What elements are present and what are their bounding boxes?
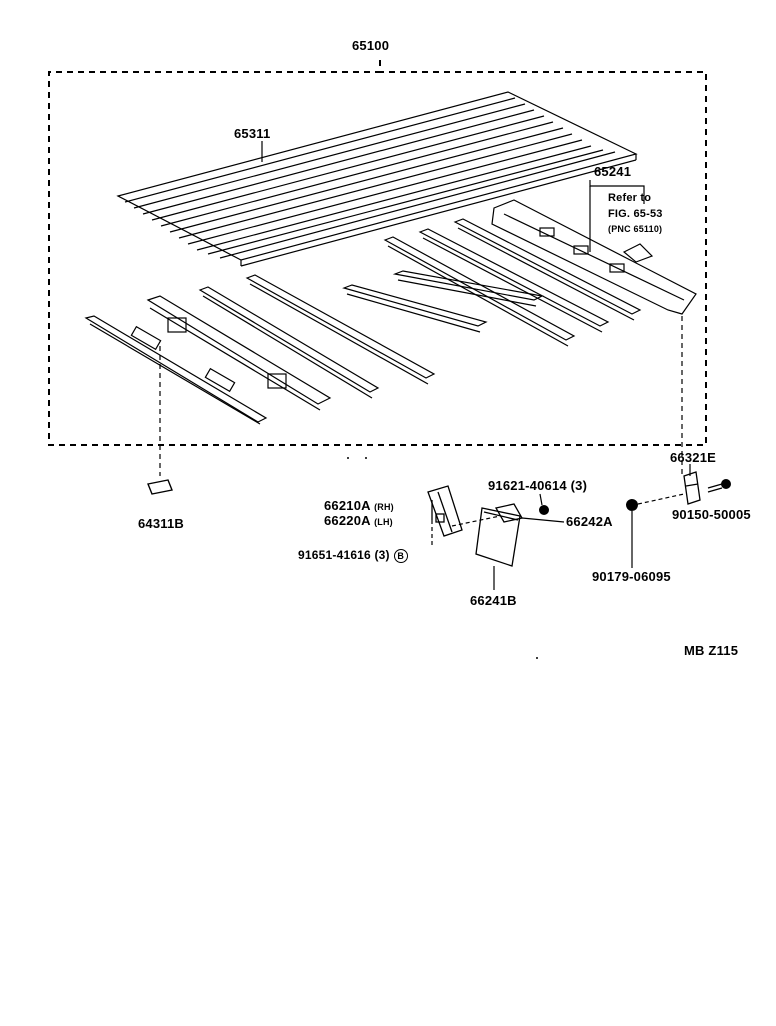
scan-dot xyxy=(365,457,367,459)
callout-b-icon: B xyxy=(393,548,408,563)
leader-91621 xyxy=(539,493,543,506)
hinge-bracket-a-part xyxy=(494,503,524,523)
assembly-boundary xyxy=(48,60,707,446)
label-refer-line2: FIG. 65-53 xyxy=(608,208,663,220)
leader-66242a xyxy=(521,517,565,523)
hinge-bracket-part xyxy=(427,485,463,537)
label-bolt-91651: 91651-41616 (3)B xyxy=(298,548,408,563)
bed-floor-panel xyxy=(116,91,638,267)
cross-members xyxy=(84,218,642,425)
bolt-90150-part xyxy=(707,479,731,493)
plug-part xyxy=(147,479,173,495)
label-bolt-91621: 91621-40614 (3) xyxy=(488,478,588,493)
label-refer-line1: Refer to xyxy=(608,192,652,204)
label-hinge-plate: 66241B xyxy=(470,593,517,608)
dash-hinge-link xyxy=(451,515,501,527)
label-plug: 64311B xyxy=(138,516,185,531)
label-assembly: 65100 xyxy=(352,38,390,53)
bolt-91621-part xyxy=(539,505,549,515)
label-hinge-lh: 66220A (LH) xyxy=(324,513,393,528)
label-hinge-rh: 66210A (RH) xyxy=(324,498,394,513)
scan-dot xyxy=(347,457,349,459)
label-bolt-91651-part: 91651-41616 (3) xyxy=(298,548,390,562)
hinge-plate-part xyxy=(475,507,521,567)
nut-90179-part xyxy=(626,499,638,511)
label-stop-bracket: 66321E xyxy=(670,450,717,465)
label-hinge-lh-side: (LH) xyxy=(374,517,393,527)
label-hinge-rh-part: 66210A xyxy=(324,498,371,513)
label-refer-line3: (PNC 65110) xyxy=(608,224,663,234)
label-bolt-90150: 90150-50005 xyxy=(672,507,751,522)
label-rear-sill: 65241 xyxy=(594,164,632,179)
stop-bracket-part xyxy=(683,471,701,505)
dash-stop-link xyxy=(637,493,685,505)
rear-sill xyxy=(491,199,697,315)
leader-65241 xyxy=(589,180,645,252)
label-hinge-rh-side: (RH) xyxy=(374,502,394,512)
scan-dot xyxy=(536,657,538,659)
label-hinge-bracket-a: 66242A xyxy=(566,514,613,529)
label-hinge-lh-part: 66220A xyxy=(324,513,371,528)
label-nut-90179: 90179-06095 xyxy=(592,569,671,584)
label-bed-floor: 65311 xyxy=(234,126,271,141)
drawing-code: MB Z115 xyxy=(684,643,739,658)
